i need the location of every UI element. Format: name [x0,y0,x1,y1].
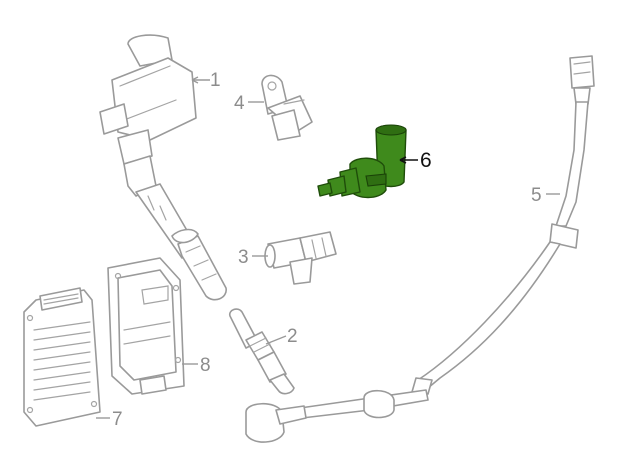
callout-6-arrowhead [399,156,407,164]
spark-plug-part[interactable] [228,308,295,395]
control-module-part[interactable] [23,287,101,427]
callout-1-label: 1 [210,70,221,91]
callout-2-label: 2 [287,326,298,347]
module-bracket-part[interactable] [107,257,185,395]
callout-6-label: 6 [420,149,432,172]
knock-sensor-harness-part[interactable] [245,55,595,443]
callout-7-label: 7 [112,409,123,430]
highlighted-sensor-part[interactable] [317,124,407,199]
callout-2-leader [265,335,287,345]
callout-4-label: 4 [234,93,245,114]
ignition-coil-part[interactable] [99,34,227,301]
callout-3-label: 3 [238,247,249,268]
callout-1-arrowhead [191,76,199,84]
crank-sensor-part[interactable] [264,231,337,285]
cam-sensor-part[interactable] [261,74,313,141]
callout-8-label: 8 [200,355,211,376]
callout-5-label: 5 [531,185,542,206]
